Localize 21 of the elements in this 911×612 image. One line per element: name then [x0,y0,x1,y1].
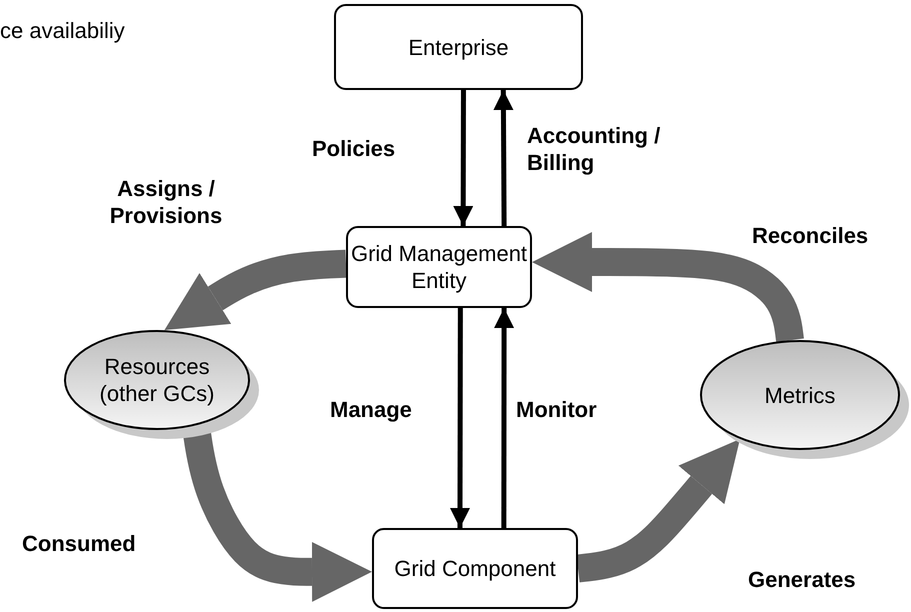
process-box [334,4,583,90]
process-box [372,528,578,609]
edge-label: Monitor [516,396,597,423]
arrow [493,90,514,226]
node-label: Enterprise [408,34,509,60]
note-text: ce availabiliy [0,18,125,44]
arrow [450,308,470,528]
node-label: Metrics [764,382,836,408]
edge-label: Policies [312,135,396,162]
node-label: Resources (other GCs) [98,353,216,407]
arrow [453,90,474,226]
arrow [494,308,514,528]
node-label: Grid Component [394,555,556,582]
edge-label: Generates [748,566,856,593]
process-box [346,226,532,308]
node-label: Grid Management Entity [350,240,528,294]
edge-label: Manage [330,396,412,423]
edge-label: Reconciles [752,222,868,249]
edge-label: Assigns / Provisions [108,175,224,229]
edge-label: Consumed [22,530,136,557]
edge-label: Accounting / Billing [527,122,662,176]
